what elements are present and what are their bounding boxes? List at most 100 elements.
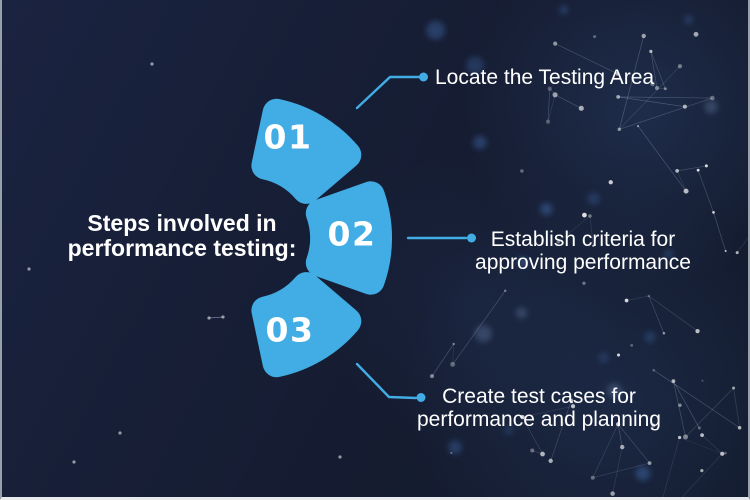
constellation-line [677,165,707,172]
constellation-dot [720,451,725,456]
constellation-dot [520,169,524,173]
constellation-dot [651,423,656,428]
step-03-connector-line [355,362,418,400]
constellation-line [618,96,685,108]
constellation-dot [697,426,701,430]
step-01-connector-line [355,75,421,110]
constellation-line [547,88,551,122]
constellation-line [681,453,723,497]
constellation-line [648,295,665,334]
constellation-line [673,380,700,429]
constellation-dot [616,422,621,427]
constellation-dot [704,164,708,168]
constellation-dot [677,64,683,69]
glow-dot [515,307,528,319]
constellation-line [617,424,650,464]
glow-dot [540,202,553,216]
constellation-line [617,424,623,448]
constellation-line [555,43,618,75]
constellation-line [592,424,619,478]
constellation-dot [520,414,525,420]
step-02-connector-dot [467,233,476,243]
constellation-line [685,387,734,438]
constellation-dot [593,35,597,39]
constellation-dot [608,180,613,185]
infographic-title: Steps involved in performance testing: [32,211,332,261]
constellation-dot [553,41,558,46]
constellation-line [650,51,666,89]
constellation-dot [338,455,342,459]
constellation-line [701,434,723,455]
constellation-dot [570,404,576,409]
constellation-dot [540,451,545,457]
constellation-dot [682,104,687,109]
constellation-dot [700,469,704,473]
step-01-label-line1: Locate the Testing Area [435,66,655,89]
step-01-connector-dot [419,72,428,82]
constellation-line [656,87,666,90]
constellation-dot [650,81,655,87]
constellation-dot [683,188,689,194]
constellation-dot [647,461,652,465]
constellation-dot [724,451,727,455]
constellation-dot [582,212,587,218]
constellation-line [208,316,224,319]
constellation-line [558,215,591,243]
constellation-line [648,295,698,332]
constellation-line [673,381,686,438]
constellation-dot [620,444,625,450]
constellation-line [452,343,455,365]
glow-dot [559,5,568,14]
constellation-line [650,51,658,89]
step-03-label-line2: performance and planning [416,408,661,431]
constellation-dot [663,87,667,91]
constellation-dot [547,86,552,91]
glow-dot [684,15,694,25]
constellation-dot [649,49,653,54]
constellation-dot [652,368,656,372]
constellation-line [662,437,680,497]
glow-dot [598,352,609,363]
constellation-dot [556,240,561,244]
constellation-dot [624,298,629,303]
glow-dot [587,192,600,206]
step-01-number: 01 [263,117,313,157]
constellation-dot [735,251,739,255]
step-03-connector-dot [416,393,426,402]
constellation-dot [677,435,682,440]
constellation-dot [712,211,715,214]
constellation-dot [452,342,455,346]
constellation-dot [710,95,715,101]
constellation-dot [552,92,558,98]
constellation-line [713,212,727,252]
step-02-arc-segment [305,181,393,295]
constellation-dot [27,267,31,271]
constellation-line [697,170,714,213]
step-02-label: Establish criteria for approving perform… [443,228,723,274]
constellation-dot [701,379,704,382]
constellation-line [619,97,713,130]
constellation-dot [582,281,586,285]
constellation-dot [592,244,595,247]
constellation-line [736,237,748,253]
constellation-dot [207,316,211,320]
constellation-dot [641,33,646,39]
constellation-line [547,94,556,122]
glow-dot [607,383,622,398]
constellation-line [452,290,506,365]
constellation-dot [662,331,666,335]
constellation-dot [517,75,520,78]
constellation-dot [671,379,676,384]
constellation-dot [675,169,679,173]
step-03-connector [355,362,426,402]
glow-dot [704,100,718,114]
constellation-line [676,170,687,192]
glow-dot [466,56,485,75]
constellation-dot [578,105,584,111]
constellation-dot [588,214,592,218]
constellation-dot [504,289,507,292]
constellation-line [550,400,572,461]
constellation-dot [530,448,535,453]
constellation-dot [548,458,553,464]
